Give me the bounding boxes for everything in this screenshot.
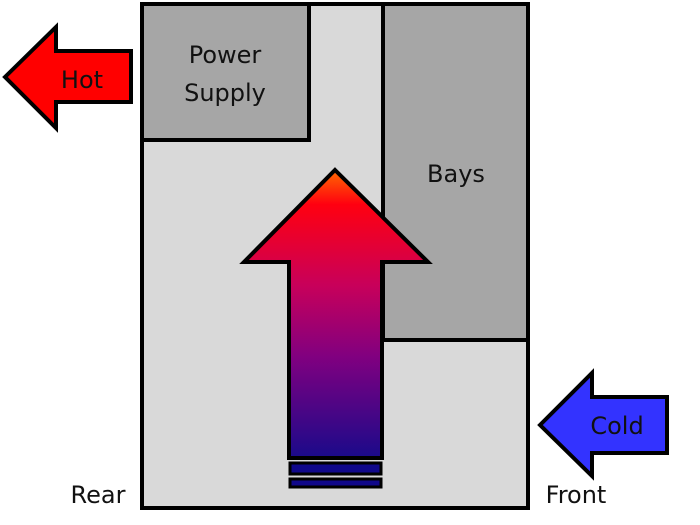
rear-label: Rear	[71, 481, 126, 509]
bays-box	[381, 2, 530, 342]
power-supply-label-1: Power	[189, 41, 262, 69]
cold-arrow-icon	[537, 368, 669, 481]
airflow-arrow-icon	[239, 167, 433, 460]
hot-arrow-icon	[2, 22, 133, 133]
bays-label: Bays	[427, 160, 485, 188]
airflow-stripe-1	[288, 461, 383, 476]
front-label: Front	[546, 481, 607, 509]
cold-label: Cold	[590, 412, 643, 440]
hot-label: Hot	[61, 66, 103, 94]
power-supply-label-2: Supply	[184, 79, 266, 107]
power-supply-box	[140, 2, 311, 142]
airflow-stripe-2	[288, 477, 383, 489]
